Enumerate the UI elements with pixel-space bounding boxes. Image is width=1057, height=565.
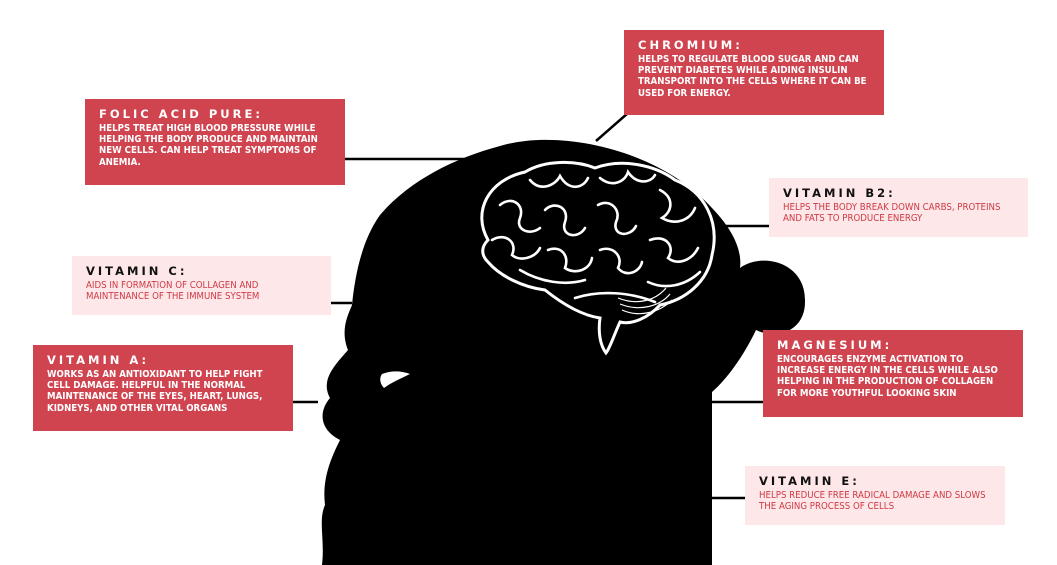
nutrient-title: MAGNESIUM: [777,338,893,352]
eye-icon [380,371,410,388]
connector-chromium [595,112,629,142]
brain-icon [480,160,716,356]
nutrient-description: Helps to regulate blood sugar and can pr… [638,54,867,99]
nutrient-description: Helps treat high blood pressure while he… [99,123,318,168]
nutrient-description: Encourages enzyme activation to increase… [777,354,998,399]
nutrient-card-vitamin-b2: VITAMIN B2: Helps the body break down ca… [769,178,1028,237]
nutrient-card-vitamin-c: VITAMIN C: Aids in formation of collagen… [72,256,331,315]
nutrient-description: Helps reduce free radical damage and slo… [759,490,986,513]
nutrient-title: VITAMIN B2: [783,186,896,200]
nutrient-title: CHROMIUM: [638,38,743,52]
nutrient-description: Works as an antioxidant to help fight ce… [47,369,263,414]
nutrient-card-chromium: CHROMIUM: Helps to regulate blood sugar … [624,30,884,115]
nutrient-title: FOLIC ACID PURE: [99,107,263,121]
nutrient-description: Aids in formation of collagen and mainte… [86,280,260,303]
nutrient-card-magnesium: MAGNESIUM: Encourages enzyme activation … [763,330,1023,417]
nutrient-card-vitamin-e: VITAMIN E: Helps reduce free radical dam… [745,466,1005,525]
nutrient-description: Helps the body break down carbs, protein… [783,202,1001,225]
nutrient-title: VITAMIN C: [86,264,188,278]
nutrient-card-vitamin-a: VITAMIN A: Works as an antioxidant to he… [33,345,293,431]
nutrient-title: VITAMIN A: [47,353,150,367]
nutrient-card-folic-acid: FOLIC ACID PURE: Helps treat high blood … [85,99,345,185]
nutrient-title: VITAMIN E: [759,474,860,488]
